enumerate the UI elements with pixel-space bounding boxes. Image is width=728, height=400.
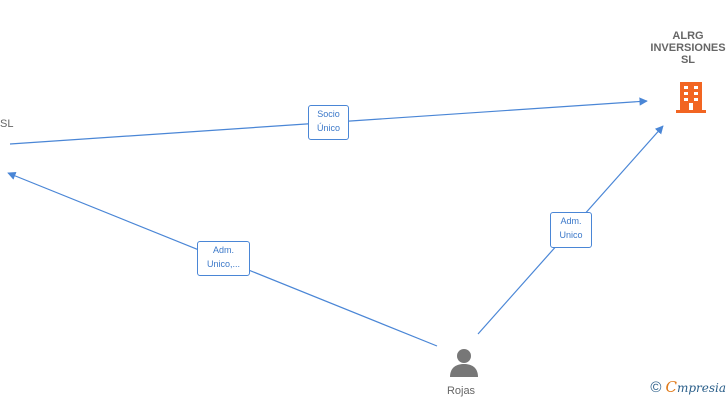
target-company-label[interactable]: ALRG INVERSIONES SL	[650, 30, 726, 66]
left-company-label[interactable]: SL	[0, 118, 14, 130]
edge-label-adm-unico-right[interactable]: Adm. Unico	[550, 212, 592, 248]
footer-brand[interactable]: © Cmpresia	[650, 378, 726, 396]
edge-label-socio-unico[interactable]: Socio Único	[308, 105, 349, 140]
person-icon[interactable]	[449, 347, 479, 377]
edge-label-adm-unico-left[interactable]: Adm. Unico,...	[197, 241, 250, 276]
copyright-icon: ©	[650, 378, 662, 396]
brand-logo: Cmpresia	[665, 378, 726, 396]
building-icon[interactable]	[675, 80, 707, 114]
person-label[interactable]: Rojas	[446, 385, 476, 397]
